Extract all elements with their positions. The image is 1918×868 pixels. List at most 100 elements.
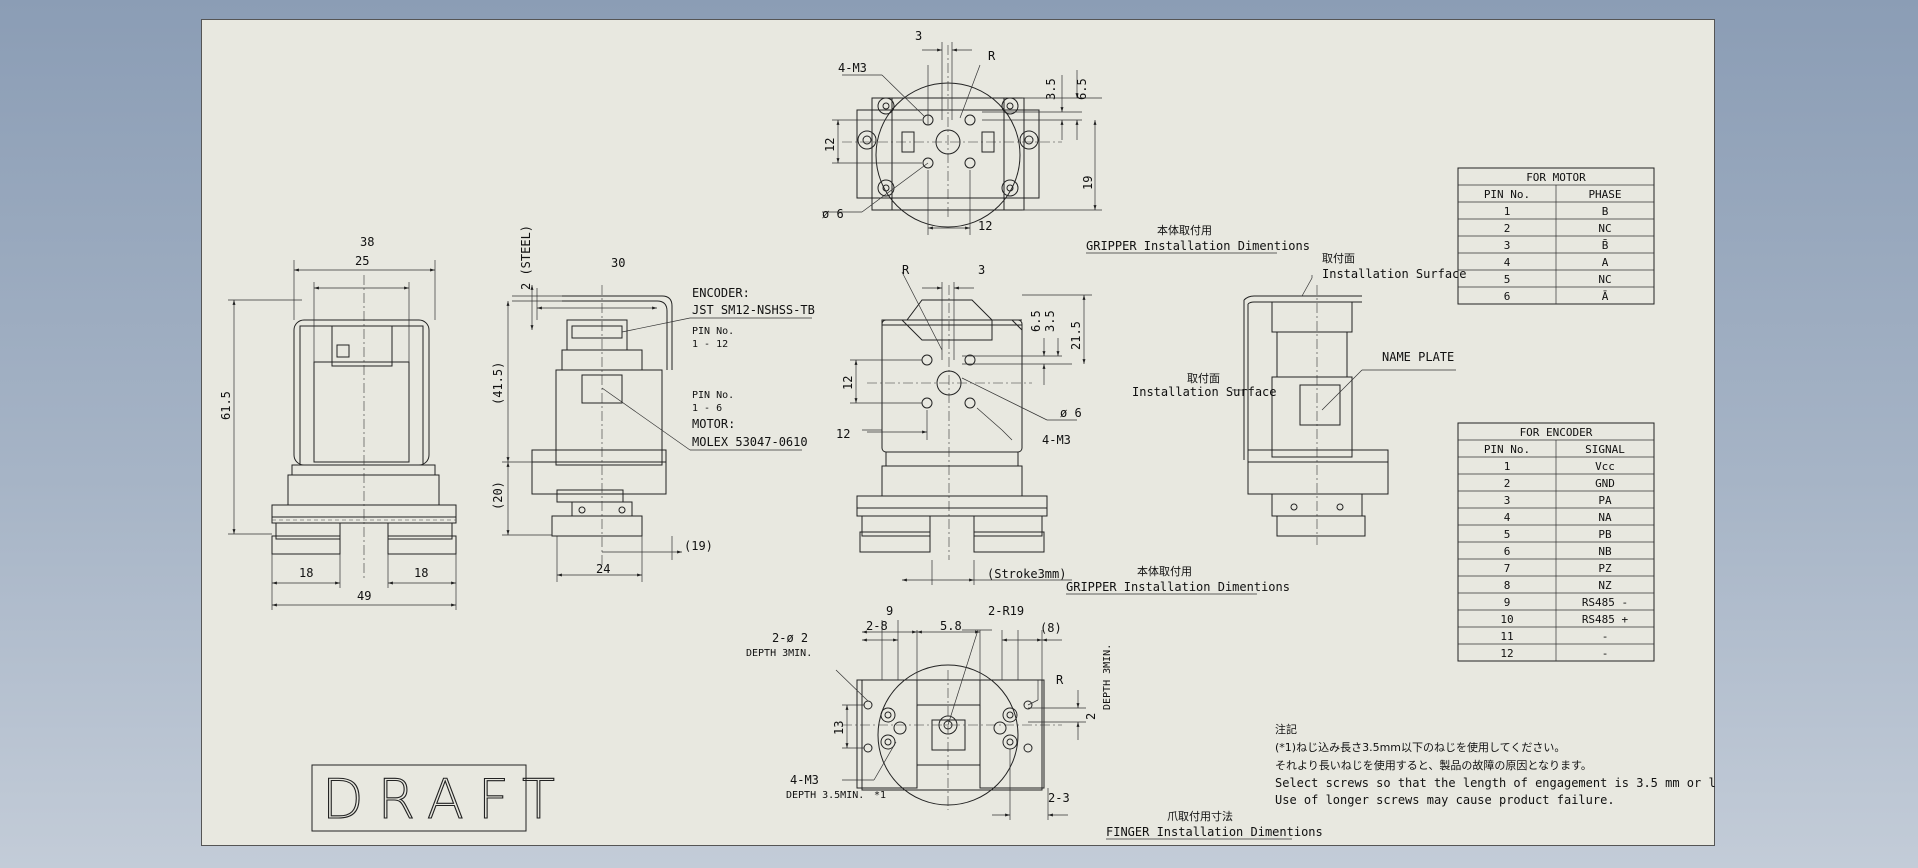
dim-18-right: 18	[414, 566, 428, 580]
encoder-pin-title: PIN No.	[692, 326, 734, 337]
dim-2-finger: 2	[1084, 713, 1098, 720]
notes-line-3: Select screws so that the length of enga…	[1275, 776, 1716, 790]
mount-left-en: Installation Surface	[1132, 385, 1277, 399]
table-cell: NC	[1598, 273, 1611, 286]
dim-24: 24	[596, 562, 610, 576]
mount-left-jp: 取付面	[1187, 372, 1220, 385]
dim-12-horiz-top: 12	[978, 219, 992, 233]
table-cell: RS485 -	[1582, 596, 1628, 609]
dim-6-5-center: 6.5	[1029, 310, 1043, 332]
dim-25: 25	[355, 254, 369, 268]
table-cell: GND	[1595, 477, 1615, 490]
table-header: PIN No.	[1484, 188, 1530, 201]
encoder-pin-range: 1 - 12	[692, 339, 728, 350]
center-caption-jp: 本体取付用	[1137, 564, 1192, 578]
top-view: 4-M3 3 R 3.5 6.5 12 19 12 ø 6 本体取付用 GRIP…	[822, 29, 1310, 254]
notes-line-1: (*1)ねじ込み長さ3.5mm以下のねじを使用してください。	[1275, 741, 1565, 754]
table-cell: 11	[1500, 630, 1513, 643]
table-header: PHASE	[1588, 188, 1621, 201]
finger-caption-jp: 爪取付用寸法	[1167, 809, 1233, 823]
dim-30: 30	[611, 256, 625, 270]
table-cell: 6	[1504, 290, 1511, 303]
dim-stroke: (Stroke3mm)	[987, 567, 1066, 581]
table-cell: 3	[1504, 494, 1511, 507]
table-cell: 8	[1504, 579, 1511, 592]
table-title: FOR ENCODER	[1520, 426, 1593, 439]
encoder-label: ENCODER:	[692, 286, 750, 300]
draft-stamp: DRAFT	[311, 764, 569, 832]
table-cell: 2	[1504, 222, 1511, 235]
table-cell: 1	[1504, 460, 1511, 473]
dim-8-finger: (8)	[1040, 621, 1062, 635]
dim-dia6-center: ø 6	[1060, 406, 1082, 420]
notes-title: 注記	[1275, 722, 1297, 736]
table-header: PIN No.	[1484, 443, 1530, 456]
drawing-sheet: 38 25 61.5 18 18 49 3	[201, 19, 1716, 846]
dim-3-5-top: 3.5	[1044, 78, 1058, 100]
dim-3-5-center: 3.5	[1043, 310, 1057, 332]
motor-part: MOLEX 53047-0610	[692, 435, 808, 449]
table-cell: 7	[1504, 562, 1511, 575]
dim-12-vert-center: 12	[841, 376, 855, 390]
dim-41-5: (41.5)	[491, 362, 505, 405]
right-view: 取付面 Installation Surface 取付面 Installatio…	[1132, 252, 1467, 545]
table-header: SIGNAL	[1585, 443, 1625, 456]
table-cell: RS485 +	[1582, 613, 1629, 626]
notes-line-2: それより長いねじを使用すると、製品の故障の原因となります。	[1275, 758, 1592, 772]
dim-3-center: 3	[978, 263, 985, 277]
motor-pin-range: 1 - 6	[692, 403, 722, 414]
notes-block: 注記 (*1)ねじ込み長さ3.5mm以下のねじを使用してください。 それより長い…	[1275, 722, 1716, 807]
dim-6-5-top: 6.5	[1075, 78, 1089, 100]
dim-61-5: 61.5	[219, 391, 233, 420]
finger-view: 9 2-8 5.8 2-R19 (8) 2-ø 2 DEPTH 3MIN. 13…	[746, 604, 1323, 840]
table-cell: B	[1602, 205, 1609, 218]
dim-20: (20)	[491, 481, 505, 510]
center-caption-en: GRIPPER Installation Dimentions	[1066, 580, 1290, 594]
dim-49: 49	[357, 589, 371, 603]
dim-5-8: 5.8	[940, 619, 962, 633]
table-cell: 5	[1504, 273, 1511, 286]
motor-label: MOTOR:	[692, 417, 735, 431]
motor-pin-title: PIN No.	[692, 390, 734, 401]
dim-2-dia2: 2-ø 2	[772, 631, 808, 645]
asterisk-note: *1	[874, 790, 886, 801]
name-plate-label: NAME PLATE	[1382, 350, 1454, 364]
dim-13: 13	[832, 721, 846, 735]
dim-2-steel: 2 (STEEL)	[519, 225, 533, 290]
table-cell: 3	[1504, 239, 1511, 252]
draft-text: DRAFT	[322, 768, 569, 831]
dim-9-finger: 9	[886, 604, 893, 618]
mount-top-en: Installation Surface	[1322, 267, 1467, 281]
dim-r-top: R	[988, 49, 996, 63]
notes-line-4: Use of longer screws may cause product f…	[1275, 793, 1615, 807]
table-cell: A	[1602, 256, 1609, 269]
table-cell: 4	[1504, 511, 1511, 524]
side-view: 30 2 (STEEL) (41.5) (20) 24 (19) ENCODER…	[491, 225, 815, 582]
table-cell: 10	[1500, 613, 1513, 626]
dim-2-r19: 2-R19	[988, 604, 1024, 618]
finger-caption-en: FINGER Installation Dimentions	[1106, 825, 1323, 839]
technical-drawing: 38 25 61.5 18 18 49 3	[219, 29, 1716, 840]
dim-12-vert-top: 12	[823, 138, 837, 152]
dim-21-5: 21.5	[1069, 321, 1083, 350]
table-title: FOR MOTOR	[1526, 171, 1586, 184]
table-cell: NB	[1598, 545, 1612, 558]
table-cell: 4	[1504, 256, 1511, 269]
table-cell: PZ	[1598, 562, 1612, 575]
dim-12-horiz-center: 12	[836, 427, 850, 441]
table-cell: 9	[1504, 596, 1511, 609]
dim-18-left: 18	[299, 566, 313, 580]
dim-dia6-top: ø 6	[822, 207, 844, 221]
table-cell: NZ	[1598, 579, 1612, 592]
dim-r-center: R	[902, 263, 910, 277]
center-view: R 3 6.5 3.5 21.5 12 12 ø 6 4-M3 (Stroke3…	[836, 263, 1290, 595]
dim-19-top: 19	[1081, 176, 1095, 190]
table-cell: PB	[1598, 528, 1612, 541]
table-cell: 2	[1504, 477, 1511, 490]
dim-r-finger: R	[1056, 673, 1064, 687]
dim-4-m3-finger: 4-M3	[790, 773, 819, 787]
table-cell: NC	[1598, 222, 1611, 235]
table-cell: Ā	[1602, 290, 1609, 303]
